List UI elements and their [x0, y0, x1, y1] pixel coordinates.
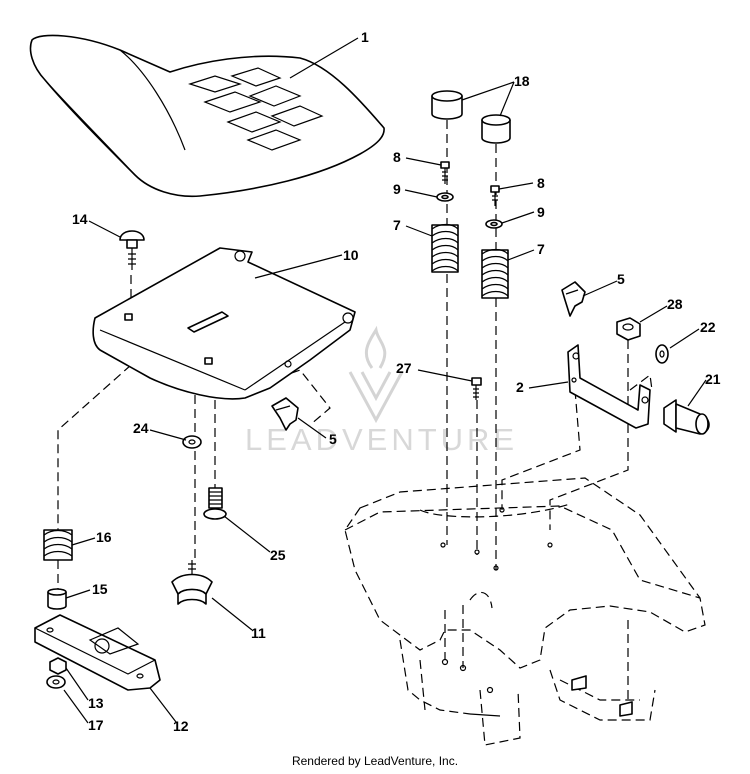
callout-18: 18: [514, 73, 530, 89]
footer-credit: Rendered by LeadVenture, Inc.: [291, 754, 459, 768]
washer[interactable]: [485, 219, 503, 229]
spring[interactable]: [431, 223, 459, 273]
watermark-logo: [348, 325, 404, 424]
adjustment-knob[interactable]: [171, 560, 213, 605]
callout-7: 7: [393, 217, 401, 233]
callout-27: 27: [396, 360, 412, 376]
screw[interactable]: [440, 161, 450, 184]
callout-13: 13: [88, 695, 104, 711]
seat[interactable]: [29, 34, 385, 198]
callout-15: 15: [92, 581, 108, 597]
callout-28: 28: [667, 296, 683, 312]
spring[interactable]: [481, 248, 509, 299]
bumper[interactable]: [431, 90, 511, 144]
callout-25: 25: [270, 547, 286, 563]
callout-5: 5: [617, 271, 625, 287]
bolt[interactable]: [203, 487, 227, 520]
callout-16: 16: [96, 529, 112, 545]
callout-22: 22: [700, 319, 716, 335]
screw[interactable]: [471, 377, 482, 400]
spacer[interactable]: [47, 588, 67, 610]
washer[interactable]: [436, 192, 454, 202]
watermark-text: LEADVENTURE: [245, 422, 518, 457]
callout-21: 21: [705, 371, 721, 387]
slide-plate[interactable]: [34, 614, 161, 691]
shoulder-bolt[interactable]: [663, 399, 710, 435]
tractor-frame: [344, 477, 706, 746]
clip[interactable]: [271, 397, 299, 431]
spring[interactable]: [43, 529, 73, 561]
callout-5: 5: [329, 431, 337, 447]
seat-pan[interactable]: [92, 247, 356, 400]
callout-2: 2: [516, 379, 524, 395]
callout-11: 11: [251, 625, 266, 641]
bracket[interactable]: [567, 344, 651, 429]
callout-8: 8: [537, 175, 545, 191]
leader-lines: [63, 37, 707, 724]
callout-12: 12: [173, 718, 189, 734]
nut[interactable]: [616, 317, 641, 341]
callout-17: 17: [88, 717, 104, 733]
frame-bolts: [440, 507, 633, 717]
carriage-bolt[interactable]: [119, 230, 145, 270]
nut[interactable]: [49, 657, 67, 675]
callout-8: 8: [393, 149, 401, 165]
callout-9: 9: [537, 204, 545, 220]
washer[interactable]: [46, 675, 66, 689]
callout-1: 1: [361, 29, 369, 45]
callout-14: 14: [72, 211, 88, 227]
screw[interactable]: [490, 185, 500, 206]
callout-9: 9: [393, 181, 401, 197]
callout-10: 10: [343, 247, 359, 263]
clip[interactable]: [561, 281, 586, 317]
washer[interactable]: [182, 435, 202, 449]
assembly-guide-lines: [57, 120, 653, 700]
callout-24: 24: [133, 420, 149, 436]
callouts: 1 18 8 8 9 9 7 7 14 10 5 28 22 27 2 21 2…: [72, 29, 721, 734]
washer[interactable]: [655, 344, 669, 364]
callout-7: 7: [537, 241, 545, 257]
